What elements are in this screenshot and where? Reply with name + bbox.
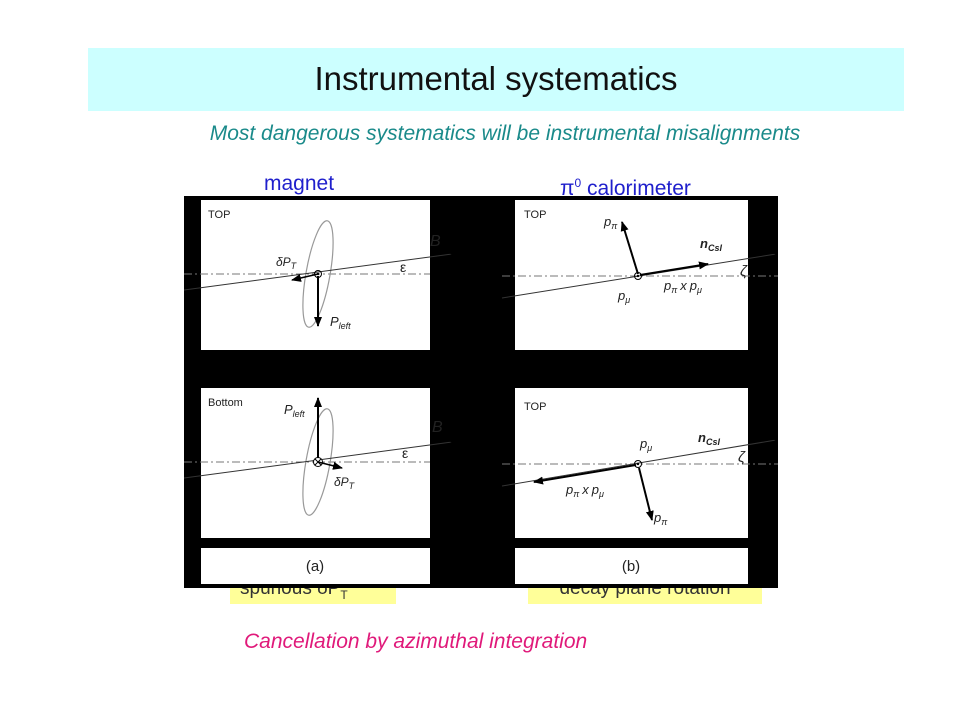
panel-a-top-B: B — [430, 233, 441, 250]
calorimeter-pi-symbol: π — [560, 177, 575, 200]
caption-b: (b) — [622, 558, 640, 575]
label-calorimeter: π0 calorimeter — [560, 176, 691, 201]
footer-note: Cancellation by azimuthal integration — [244, 630, 588, 653]
note-spurious-sub: T — [340, 587, 348, 602]
panel-b-bottom-pmu: pμ — [639, 436, 652, 453]
slide-title: Instrumental systematics — [314, 60, 678, 97]
title-bar: Instrumental systematics — [88, 48, 904, 111]
panel-a-bottom-Pleft: Pleft — [284, 402, 305, 419]
calorimeter-text: calorimeter — [581, 177, 691, 200]
panel-a-bottom: Bottom B ε δPT Pleft — [183, 388, 452, 538]
panel-b-bottom-tag: TOP — [524, 401, 546, 413]
panel-a-top-tag: TOP — [208, 209, 230, 221]
figure-svg: TOP B ε δPT Pleft Bottom B ε δPT Pleft T… — [183, 196, 778, 588]
panel-a-top: TOP B ε δPT Pleft — [183, 200, 452, 350]
panel-a-top-dPT: δPT — [276, 255, 298, 271]
caption-b-box — [515, 548, 748, 584]
caption-a: (a) — [306, 558, 324, 575]
panel-b-bottom-ncsi: nCsI — [698, 430, 720, 447]
panel-a-top-epsilon: ε — [400, 259, 406, 275]
caption-a-box — [201, 548, 430, 584]
panel-a-top-Pleft: Pleft — [330, 314, 351, 331]
panel-b-top-tag: TOP — [524, 209, 546, 221]
panel-b-top-pmu: pμ — [617, 288, 630, 305]
label-magnet: magnet — [264, 172, 335, 195]
panel-a-bottom-dPT: δPT — [334, 475, 356, 491]
figure-diagram: TOP B ε δPT Pleft Bottom B ε δPT Pleft T… — [183, 196, 778, 588]
panel-a-bottom-B: B — [432, 419, 443, 436]
panel-b-top-zeta: ζ — [740, 263, 748, 280]
panel-a-bottom-tag: Bottom — [208, 397, 243, 409]
panel-b-top-ppi: pπ — [603, 214, 618, 231]
panel-a-bottom-epsilon: ε — [402, 445, 408, 461]
calorimeter-superscript: 0 — [574, 176, 582, 190]
panel-b-bottom-zeta: ζ — [738, 449, 746, 466]
panel-b-bottom-ppi: pπ — [653, 510, 668, 527]
panel-b-top-ncsi: nCsI — [700, 236, 722, 253]
slide-subtitle: Most dangerous systematics will be instr… — [209, 122, 801, 145]
